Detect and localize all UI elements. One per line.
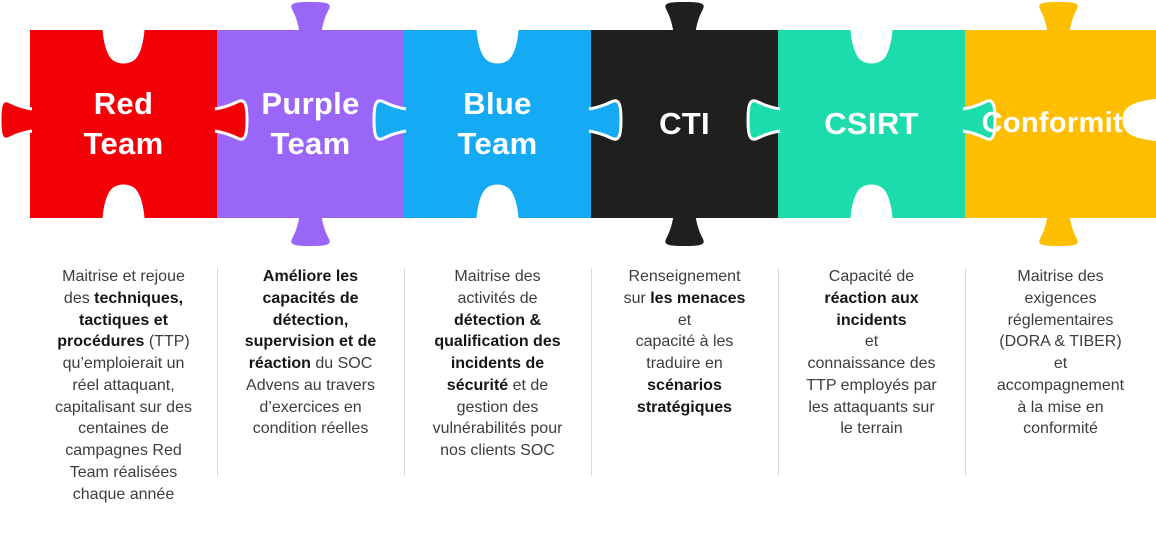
description-csirt: Capacité de réaction aux incidents et co… xyxy=(806,268,937,438)
blue-bottom-socket xyxy=(476,184,519,218)
description-conformite: Maitrise des exigences réglementaires (D… xyxy=(996,268,1125,438)
puzzle-svg xyxy=(0,2,1156,246)
description-red-team: Maitrise et rejoue des techniques, tacti… xyxy=(55,268,192,503)
description-purple-team: Améliore les capacités de détection, sup… xyxy=(244,268,377,438)
purple-bottom-tab xyxy=(291,216,330,246)
red-right-tab xyxy=(214,99,249,141)
csirt-left-tab xyxy=(746,99,781,141)
red-bottom-socket xyxy=(102,184,145,218)
blue-top-socket xyxy=(476,30,519,64)
column-divider xyxy=(217,268,218,476)
purple-top-tab xyxy=(291,2,330,32)
piece-title-csirt: CSIRT xyxy=(824,106,919,142)
red-top-socket xyxy=(102,30,145,64)
puzzle-piece-conformite xyxy=(965,2,1156,246)
puzzle-piece-csirt xyxy=(746,30,997,218)
piece-title-cti: CTI xyxy=(659,106,710,142)
description-blue-team: Maitrise des activités de détection & qu… xyxy=(432,268,563,459)
blue-left-tab xyxy=(372,99,407,141)
piece-title-blue-team: Blue Team xyxy=(457,86,538,161)
conformite-top-tab xyxy=(1039,2,1078,32)
csirt-top-socket xyxy=(850,30,893,64)
column-divider xyxy=(404,268,405,476)
description-cti: Renseignement sur les menaces et capacit… xyxy=(623,268,746,416)
piece-title-conformite: Conformité xyxy=(981,107,1140,140)
cti-top-tab xyxy=(665,2,704,32)
conformite-bottom-tab xyxy=(1039,216,1078,246)
puzzle-piece-blue-team xyxy=(372,30,623,218)
blue-right-tab xyxy=(588,99,623,141)
piece-title-red-team: Red Team xyxy=(83,86,164,161)
cti-bottom-tab xyxy=(665,216,704,246)
column-divider xyxy=(778,268,779,476)
csirt-right-tab xyxy=(962,99,997,141)
puzzle-piece-red-team xyxy=(0,30,249,218)
csirt-bottom-socket xyxy=(850,184,893,218)
conformite-right-socket xyxy=(1122,99,1156,141)
red-left-tab xyxy=(0,99,33,141)
column-divider xyxy=(591,268,592,476)
piece-title-purple-team: Purple Team xyxy=(261,86,360,161)
column-divider xyxy=(965,268,966,476)
